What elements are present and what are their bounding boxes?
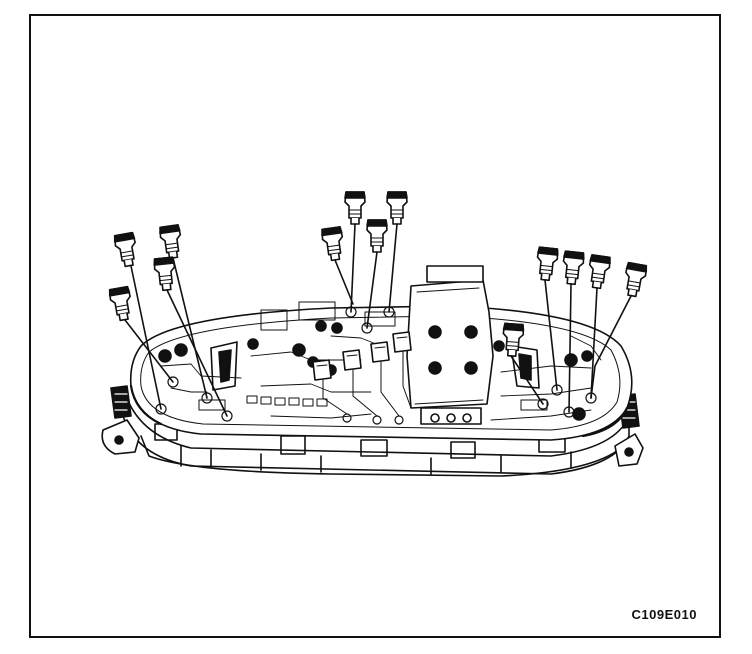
figure-code-label: C109E010 [631, 607, 697, 622]
housing-lower-edge [140, 435, 622, 477]
bulb-9 [534, 246, 560, 282]
bulb-7 [366, 219, 388, 253]
instrument-cluster-illustration [101, 191, 649, 477]
bulb-6 [386, 191, 408, 225]
bulb-5 [344, 191, 366, 225]
front-installed-bulbs [312, 331, 412, 381]
bulb-8 [320, 225, 347, 263]
bulb-4 [107, 285, 135, 323]
bulb-3 [152, 256, 178, 292]
figure-frame: C109E010 [29, 14, 721, 638]
bulb-1 [112, 231, 140, 269]
bulb-12 [621, 261, 649, 299]
bulb-11 [585, 253, 612, 291]
cluster-housing [122, 395, 630, 475]
installed-sockets [158, 320, 593, 421]
bulb-10 [560, 250, 586, 286]
bulb-2 [158, 223, 185, 261]
center-gauge-module [406, 279, 494, 409]
